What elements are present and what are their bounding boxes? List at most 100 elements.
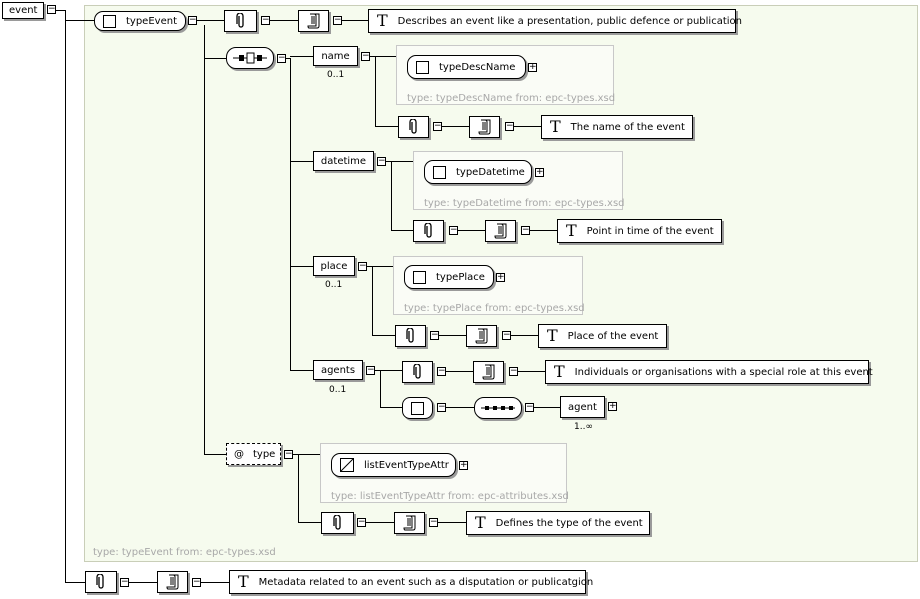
scroll-icon[interactable] (473, 361, 504, 383)
cardinality-label: 0..1 (327, 70, 345, 80)
typeEvent-type-info: type: typeEvent from: epc-types.xsd (93, 547, 276, 558)
element-datetime[interactable]: datetime (313, 151, 374, 171)
type-info-datetime: type: typeDatetime from: epc-types.xsd (424, 198, 625, 209)
attribute-type[interactable]: @ type (226, 443, 281, 465)
sequence-icon[interactable] (226, 47, 274, 69)
element-place[interactable]: place (313, 256, 355, 276)
collapse-glyph: − (522, 225, 530, 235)
agents-collapse-toggle[interactable]: − (366, 366, 375, 375)
documentation-collapse-toggle[interactable]: − (505, 122, 514, 131)
collapse-glyph: − (438, 402, 446, 412)
annotation-collapse-toggle[interactable]: − (357, 518, 366, 527)
simple-type-icon (340, 458, 354, 472)
documentation-collapse-toggle[interactable]: − (502, 331, 511, 340)
type-info-name: type: typeDescName from: epc-types.xsd (407, 93, 616, 104)
collapse-glyph: − (278, 53, 286, 63)
documentation-text-place: T Place of the event (538, 324, 667, 348)
type-square-icon (433, 165, 446, 179)
place-collapse-toggle[interactable]: − (358, 262, 367, 271)
documentation-collapse-toggle[interactable]: − (429, 518, 438, 527)
text-T-icon: T (550, 117, 561, 136)
documentation-collapse-toggle[interactable]: − (509, 367, 518, 376)
paperclip-icon[interactable] (321, 512, 354, 534)
type-label: typePlace (436, 271, 485, 283)
documentation-collapse-toggle[interactable]: − (192, 578, 201, 587)
collapse-glyph: − (193, 577, 201, 587)
scroll-icon[interactable] (298, 10, 329, 32)
typeDatetime-expand-toggle[interactable]: + (535, 168, 544, 177)
element-label: datetime (320, 155, 367, 167)
scroll-icon[interactable] (157, 571, 188, 593)
listEventTypeAttr-expand-toggle[interactable]: + (459, 461, 468, 470)
doc-text: Place of the event (567, 330, 659, 342)
scroll-icon[interactable] (469, 116, 500, 138)
simple-type-listEventTypeAttr[interactable]: listEventTypeAttr (331, 453, 456, 477)
sequence-icon[interactable] (474, 397, 522, 419)
type-square-icon (411, 401, 424, 415)
expand-glyph: + (529, 62, 537, 72)
documentation-collapse-toggle[interactable]: − (333, 16, 342, 25)
complex-type-typeEvent[interactable]: typeEvent (94, 11, 186, 31)
typeDescName-expand-toggle[interactable]: + (528, 63, 537, 72)
element-name[interactable]: name (313, 46, 358, 66)
sequence-collapse-toggle[interactable]: − (277, 54, 286, 63)
element-label: name (321, 50, 350, 62)
expand-glyph: + (609, 401, 617, 411)
collapse-glyph: − (189, 15, 197, 25)
type-label: typeDescName (439, 61, 516, 73)
type-square-icon (416, 60, 429, 74)
complex-type-label: typeEvent (126, 15, 177, 27)
element-agent[interactable]: agent (560, 396, 605, 418)
collapse-glyph: − (334, 15, 342, 25)
root-element-event[interactable]: event (2, 2, 44, 19)
annotation-collapse-toggle[interactable]: − (261, 16, 270, 25)
collapse-glyph: − (285, 449, 293, 459)
documentation-text-attribute: T Defines the type of the event (466, 511, 650, 535)
documentation-text-typeEvent: T Describes an event like a presentation… (368, 9, 742, 33)
documentation-text-name: T The name of the event (541, 115, 693, 139)
typeEvent-collapse-toggle[interactable]: − (188, 16, 197, 25)
element-label: place (320, 260, 348, 272)
annotation-collapse-toggle[interactable]: − (120, 578, 129, 587)
text-T-icon: T (475, 513, 486, 532)
collapse-glyph: − (450, 225, 458, 235)
anonymous-type-icon[interactable] (402, 397, 433, 419)
collapse-glyph: − (262, 15, 270, 25)
scroll-icon[interactable] (466, 325, 497, 347)
scroll-icon[interactable] (485, 220, 516, 242)
annotation-collapse-toggle[interactable]: − (430, 331, 439, 340)
typePlace-expand-toggle[interactable]: + (496, 273, 505, 282)
doc-text: The name of the event (570, 121, 685, 133)
type-typeDatetime[interactable]: typeDatetime (424, 160, 532, 184)
documentation-collapse-toggle[interactable]: − (521, 226, 530, 235)
annotation-collapse-toggle[interactable]: − (433, 122, 442, 131)
type-typeDescName[interactable]: typeDescName (407, 55, 526, 79)
root-collapse-toggle[interactable]: − (47, 5, 56, 14)
collapse-glyph: − (526, 402, 534, 412)
agent-expand-toggle[interactable]: + (608, 402, 617, 411)
name-collapse-toggle[interactable]: − (361, 52, 370, 61)
datetime-collapse-toggle[interactable]: − (377, 157, 386, 166)
cardinality-label: 1..∞ (574, 422, 593, 432)
annotation-collapse-toggle[interactable]: − (449, 226, 458, 235)
paperclip-icon[interactable] (224, 10, 257, 32)
collapse-glyph: − (367, 365, 375, 375)
scroll-icon[interactable] (394, 512, 425, 534)
expand-glyph: + (460, 460, 468, 470)
doc-text: Individuals or organisations with a spec… (574, 366, 873, 378)
paperclip-icon[interactable] (402, 361, 433, 383)
type-typePlace[interactable]: typePlace (404, 265, 494, 289)
anonymous-type-collapse-toggle[interactable]: − (437, 403, 446, 412)
element-agents[interactable]: agents (313, 360, 363, 380)
sequence-collapse-toggle[interactable]: − (525, 403, 534, 412)
paperclip-icon[interactable] (413, 220, 444, 242)
paperclip-icon[interactable] (85, 571, 117, 593)
collapse-glyph: − (506, 121, 514, 131)
paperclip-icon[interactable] (398, 116, 429, 138)
collapse-glyph: − (430, 517, 438, 527)
type-square-icon (103, 14, 116, 28)
annotation-collapse-toggle[interactable]: − (437, 367, 446, 376)
collapse-glyph: − (431, 330, 439, 340)
paperclip-icon[interactable] (395, 325, 426, 347)
attribute-collapse-toggle[interactable]: − (284, 450, 293, 459)
